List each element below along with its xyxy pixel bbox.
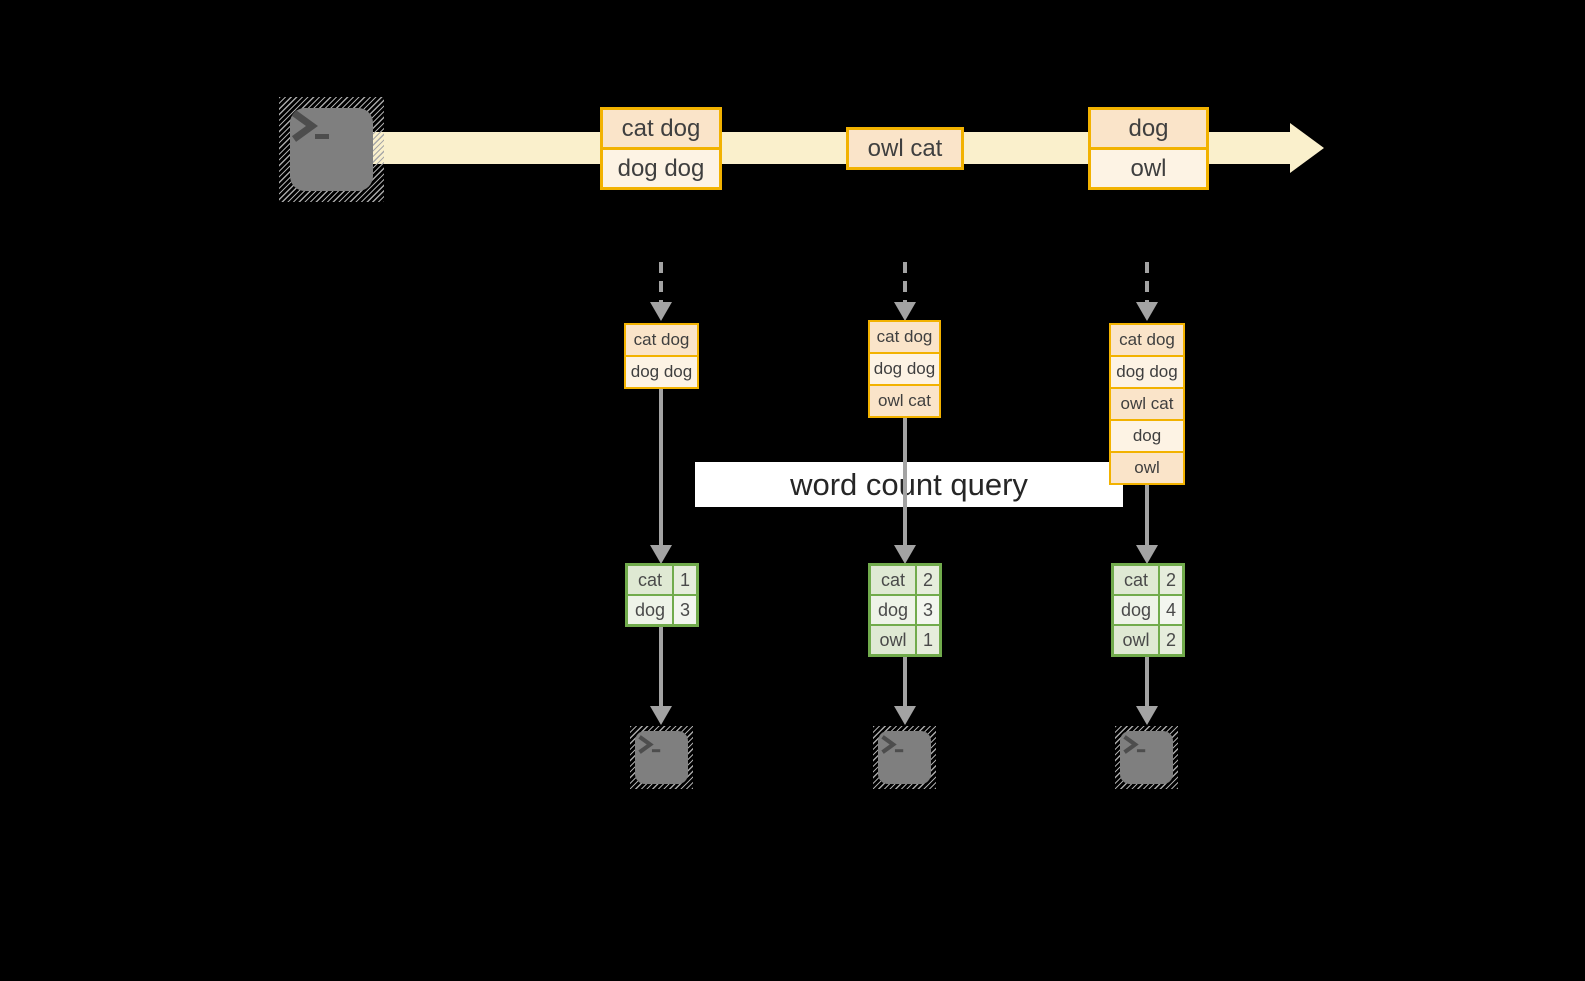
buffer-row: dog dog — [1111, 355, 1183, 387]
connector-line — [1145, 483, 1149, 546]
terminal-prompt-icon — [1123, 735, 1146, 754]
count-cell: 2 — [1160, 626, 1182, 654]
buffer-row: cat dog — [626, 325, 697, 355]
buffer-row: owl cat — [870, 384, 939, 416]
word-cell: dog — [628, 596, 672, 624]
arrowhead-down-icon — [1136, 302, 1158, 321]
event-box-1: cat dog dog dog — [600, 107, 722, 190]
word-count-table-2: cat 2 dog 3 owl 1 — [868, 563, 942, 657]
buffer-stack-2: cat dog dog dog owl cat — [868, 320, 941, 418]
arrowhead-down-icon — [1136, 706, 1158, 725]
sink-terminal-icon — [873, 726, 936, 789]
buffer-row: cat dog — [1111, 325, 1183, 355]
source-terminal-icon — [279, 97, 384, 202]
terminal-prompt-icon — [291, 110, 329, 142]
arrowhead-down-icon — [894, 706, 916, 725]
arrowhead-down-icon — [650, 545, 672, 564]
dashed-arrow-line — [659, 262, 663, 304]
connector-line — [1145, 655, 1149, 707]
count-cell: 3 — [917, 596, 939, 624]
word-cell: cat — [1114, 566, 1158, 594]
sink-terminal-icon — [630, 726, 693, 789]
terminal-prompt-icon — [881, 735, 904, 754]
count-cell: 1 — [917, 626, 939, 654]
sink-terminal-icon — [1115, 726, 1178, 789]
arrowhead-down-icon — [650, 302, 672, 321]
word-cell: owl — [871, 626, 915, 654]
buffer-stack-3: cat dog dog dog owl cat dog owl — [1109, 323, 1185, 485]
count-cell: 1 — [674, 566, 696, 594]
event-row: dog — [1091, 110, 1206, 147]
buffer-row: cat dog — [870, 322, 939, 352]
arrowhead-down-icon — [650, 706, 672, 725]
terminal-prompt-icon — [638, 735, 661, 754]
word-cell: owl — [1114, 626, 1158, 654]
word-cell: dog — [871, 596, 915, 624]
query-label: word count query — [790, 466, 1028, 502]
event-box-2: owl cat — [846, 127, 964, 170]
event-row: cat dog — [603, 110, 719, 147]
arrowhead-down-icon — [894, 545, 916, 564]
connector-line — [903, 657, 907, 707]
connector-line — [903, 416, 907, 546]
word-cell: cat — [628, 566, 672, 594]
buffer-stack-1: cat dog dog dog — [624, 323, 699, 389]
event-row: owl — [1091, 147, 1206, 187]
buffer-row: owl — [1111, 451, 1183, 483]
buffer-row: owl cat — [1111, 387, 1183, 419]
word-count-table-1: cat 1 dog 3 — [625, 563, 699, 627]
stream-arrowhead-icon — [1290, 123, 1324, 173]
event-row: owl cat — [849, 130, 961, 167]
dashed-arrow-line — [1145, 262, 1149, 304]
count-cell: 2 — [1160, 566, 1182, 594]
buffer-row: dog dog — [870, 352, 939, 384]
count-cell: 2 — [917, 566, 939, 594]
word-cell: cat — [871, 566, 915, 594]
arrowhead-down-icon — [894, 302, 916, 321]
dashed-arrow-line — [903, 262, 907, 304]
word-count-table-3: cat 2 dog 4 owl 2 — [1111, 563, 1185, 657]
query-label-box: word count query — [695, 462, 1123, 507]
arrowhead-down-icon — [1136, 545, 1158, 564]
count-cell: 4 — [1160, 596, 1182, 624]
buffer-row: dog dog — [626, 355, 697, 387]
connector-line — [659, 389, 663, 546]
event-row: dog dog — [603, 147, 719, 187]
event-box-3: dog owl — [1088, 107, 1209, 190]
word-cell: dog — [1114, 596, 1158, 624]
connector-line — [659, 627, 663, 707]
buffer-row: dog — [1111, 419, 1183, 451]
count-cell: 3 — [674, 596, 696, 624]
